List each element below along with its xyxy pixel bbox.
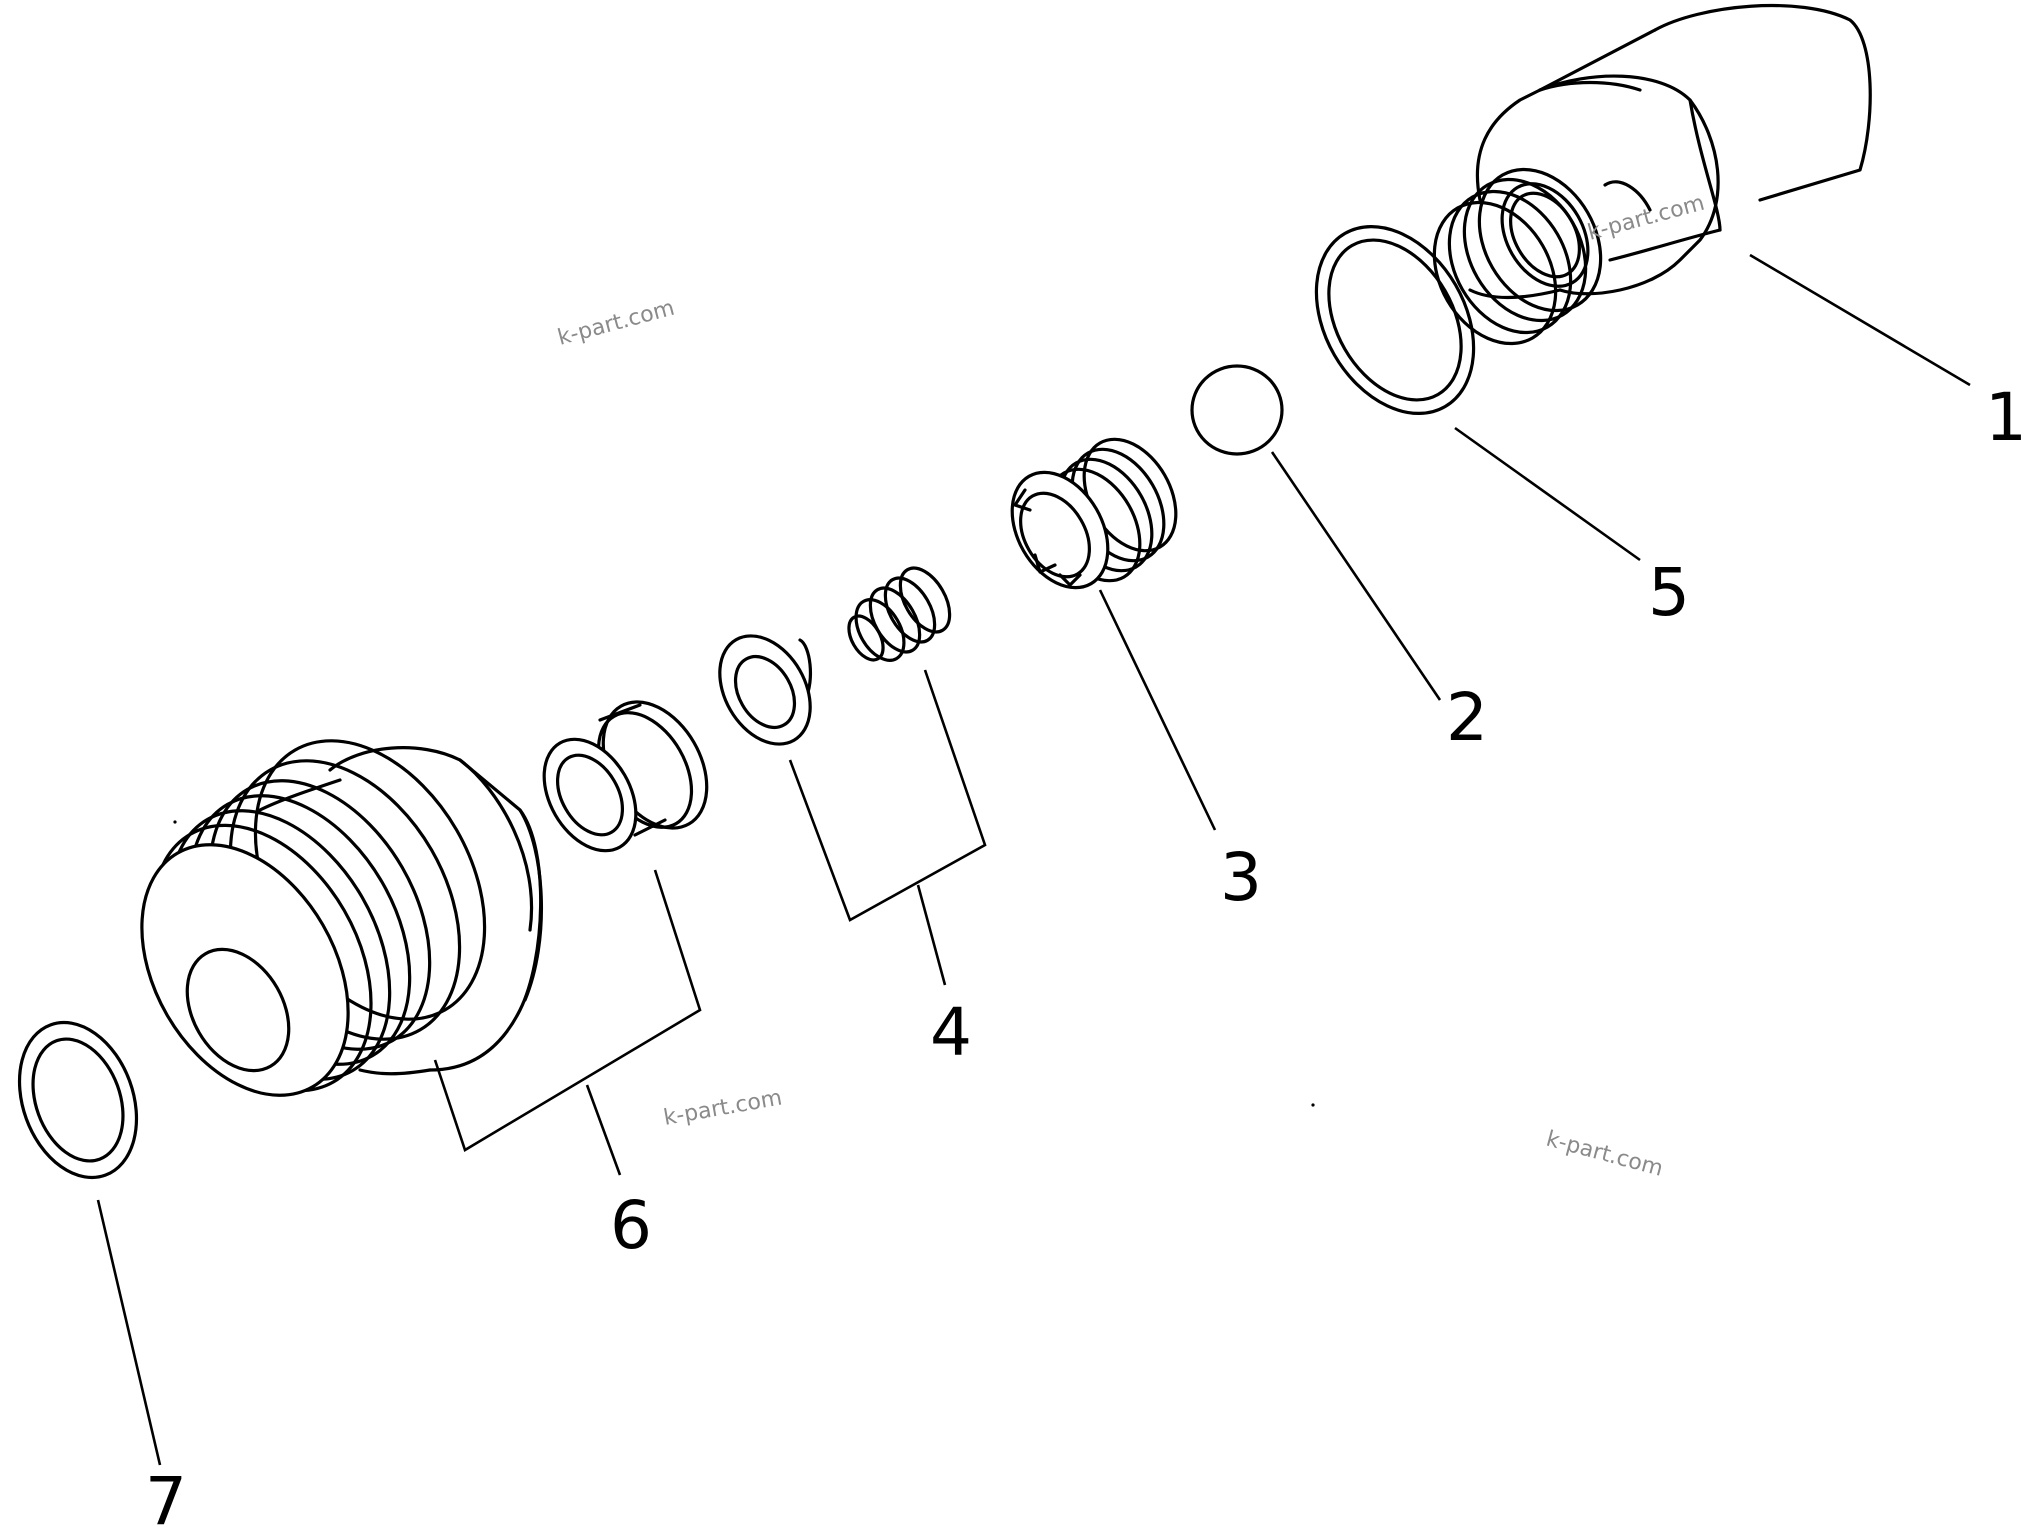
leader-6 [585,1084,622,1176]
leader-5 [1454,426,1641,562]
callout-6: 6 [610,1187,652,1264]
part-7-ring-washer [17,1020,139,1180]
leader-3 [1098,589,1217,831]
part-6-body [140,739,544,1097]
stray-dot [1311,1103,1315,1107]
leader-7 [96,1199,162,1466]
part-4-valve [718,634,812,746]
watermark: k-part.com [1543,1127,1665,1182]
callout-3: 3 [1220,839,1262,916]
bracket-4 [788,669,987,922]
callout-1: 1 [1985,379,2027,456]
callout-4: 4 [930,994,972,1071]
part-1-adapter [1432,3,1872,346]
part-6-sleeve [542,700,709,853]
bracket-6 [433,869,702,1152]
stray-dot [173,820,177,824]
part-4-spring [847,566,952,662]
leader-2 [1270,451,1442,701]
callout-7: 7 [145,1463,187,1529]
leader-4 [916,884,947,986]
watermark: k-part.com [555,296,677,351]
part-5-ring-seal [1314,224,1476,416]
part-2-ball [1190,364,1284,456]
part-3-valve-seat [1010,437,1178,590]
watermark: k-part.com [662,1085,784,1130]
leader-1 [1749,253,1971,387]
callout-5: 5 [1648,554,1690,631]
callout-2: 2 [1446,679,1488,756]
